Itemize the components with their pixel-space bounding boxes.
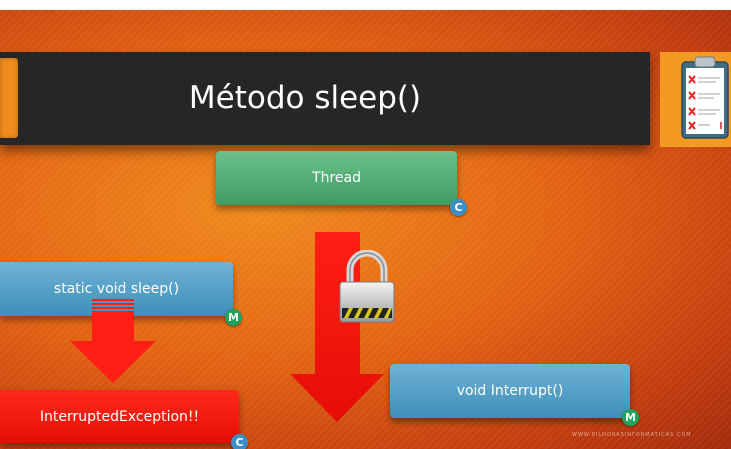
watermark-text: WWW.PILDORASINFORMATICAS.COM — [572, 432, 692, 438]
page-title: Método sleep() — [188, 80, 422, 116]
sleep-method-label: static void sleep() — [53, 281, 180, 297]
down-arrow-large — [290, 232, 384, 422]
padlock-icon — [339, 250, 395, 323]
slide-canvas: Método sleep() Thread C — [0, 10, 731, 449]
interrupt-method-box: void Interrupt() — [390, 364, 630, 418]
clipboard-thumbnail — [660, 52, 731, 147]
interrupted-exception-label: InterruptedException!! — [39, 408, 200, 425]
title-accent-block — [0, 58, 18, 138]
title-bar: Método sleep() — [0, 52, 650, 145]
interrupted-exception-box: InterruptedException!! — [0, 390, 239, 443]
class-badge-exception: C — [231, 434, 248, 449]
down-arrow-small — [70, 299, 156, 383]
interrupt-method-label: void Interrupt() — [456, 383, 564, 399]
method-badge-sleep: M — [225, 309, 242, 326]
thread-class-box: Thread — [216, 151, 457, 205]
thread-class-label: Thread — [312, 170, 361, 186]
class-badge-thread: C — [450, 199, 467, 216]
method-badge-interrupt: M — [622, 409, 639, 426]
clipboard-checklist-icon — [681, 56, 729, 139]
